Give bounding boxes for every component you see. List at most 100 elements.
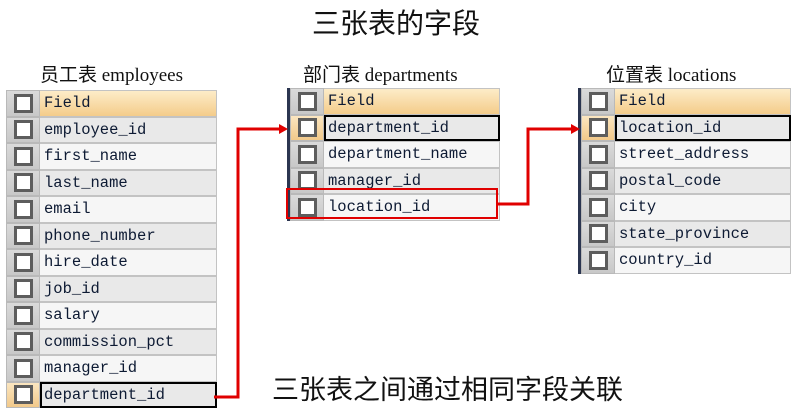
row-checkbox-cell[interactable] — [6, 381, 40, 408]
field-name: email — [40, 196, 217, 223]
checkbox-icon[interactable] — [297, 197, 317, 217]
row-checkbox-cell[interactable] — [6, 169, 40, 196]
table-row: country_id — [581, 247, 791, 274]
select-all-checkbox-cell[interactable] — [290, 88, 324, 115]
field-name: department_name — [324, 141, 500, 168]
table-row: job_id — [6, 275, 217, 302]
field-name: street_address — [615, 141, 791, 168]
row-checkbox-cell[interactable] — [6, 355, 40, 382]
checkbox-icon[interactable] — [13, 199, 33, 219]
field-name: last_name — [40, 169, 217, 196]
select-all-checkbox-cell[interactable] — [581, 88, 615, 115]
table-row: manager_id — [6, 355, 217, 382]
table-row-location-id: location_id — [581, 114, 791, 141]
row-checkbox-cell[interactable] — [6, 196, 40, 223]
checkbox-icon[interactable] — [588, 118, 608, 138]
caption-locations: 位置表 locations — [606, 65, 737, 86]
table-row: salary — [6, 302, 217, 329]
row-checkbox-cell[interactable] — [581, 167, 615, 194]
row-checkbox-cell[interactable] — [6, 143, 40, 170]
checkbox-icon[interactable] — [13, 120, 33, 140]
checkbox-icon[interactable] — [13, 226, 33, 246]
caption-departments: 部门表 departments — [303, 65, 458, 86]
field-name-highlighted: department_id — [40, 381, 217, 408]
row-checkbox-cell[interactable] — [6, 275, 40, 302]
table-row: postal_code — [581, 167, 791, 194]
locations-table: Field location_id street_address postal_… — [578, 88, 791, 274]
table-row: hire_date — [6, 249, 217, 276]
checkbox-icon[interactable] — [297, 144, 317, 164]
field-name: commission_pct — [40, 328, 217, 355]
checkbox-icon[interactable] — [297, 91, 317, 111]
checkbox-icon[interactable] — [13, 173, 33, 193]
row-checkbox-cell[interactable] — [6, 302, 40, 329]
table-row: city — [581, 194, 791, 221]
arrowhead-icon — [279, 124, 288, 134]
field-header: Field — [40, 90, 217, 117]
checkbox-icon[interactable] — [13, 332, 33, 352]
table-row: state_province — [581, 220, 791, 247]
checkbox-icon[interactable] — [588, 197, 608, 217]
table-header-row: Field — [290, 88, 500, 115]
row-checkbox-cell[interactable] — [290, 114, 324, 141]
field-header: Field — [615, 88, 791, 115]
checkbox-icon[interactable] — [13, 305, 33, 325]
caption-employees: 员工表 employees — [40, 65, 184, 86]
field-name: location_id — [324, 194, 500, 221]
diagram-title: 三张表的字段 — [311, 7, 480, 40]
field-name: state_province — [615, 220, 791, 247]
field-name-highlighted: department_id — [324, 114, 500, 141]
checkbox-icon[interactable] — [13, 146, 33, 166]
footer-caption: 三张表之间通过相同字段关联 — [272, 375, 623, 406]
row-checkbox-cell[interactable] — [290, 141, 324, 168]
checkbox-icon[interactable] — [13, 252, 33, 272]
checkbox-icon[interactable] — [588, 91, 608, 111]
table-header-row: Field — [6, 90, 217, 117]
row-checkbox-cell[interactable] — [581, 114, 615, 141]
checkbox-icon[interactable] — [297, 118, 317, 138]
field-name: city — [615, 194, 791, 221]
row-checkbox-cell[interactable] — [581, 141, 615, 168]
field-name: hire_date — [40, 249, 217, 276]
checkbox-icon[interactable] — [13, 385, 33, 405]
row-checkbox-cell[interactable] — [6, 328, 40, 355]
row-checkbox-cell[interactable] — [581, 220, 615, 247]
checkbox-icon[interactable] — [13, 93, 33, 113]
select-all-checkbox-cell[interactable] — [6, 90, 40, 117]
table-row: department_name — [290, 141, 500, 168]
checkbox-icon[interactable] — [13, 358, 33, 378]
arrowhead-icon — [571, 124, 580, 134]
table-row-location-id: location_id — [290, 194, 500, 221]
row-checkbox-cell[interactable] — [290, 194, 324, 221]
checkbox-icon[interactable] — [588, 144, 608, 164]
checkbox-icon[interactable] — [588, 171, 608, 191]
field-name-highlighted: location_id — [615, 114, 791, 141]
connector-employees-to-departments — [214, 124, 288, 399]
table-row-department-id: department_id — [290, 114, 500, 141]
row-checkbox-cell[interactable] — [6, 222, 40, 249]
checkbox-icon[interactable] — [588, 224, 608, 244]
table-row: commission_pct — [6, 328, 217, 355]
field-name: phone_number — [40, 222, 217, 249]
table-row: email — [6, 196, 217, 223]
field-name: country_id — [615, 247, 791, 274]
location-id-red-highlight — [286, 188, 498, 219]
table-row-department-id: department_id — [6, 381, 217, 408]
checkbox-icon[interactable] — [588, 250, 608, 270]
row-checkbox-cell[interactable] — [6, 116, 40, 143]
field-header: Field — [324, 88, 500, 115]
row-checkbox-cell[interactable] — [6, 249, 40, 276]
employees-table: Field employee_id first_name last_name e… — [3, 90, 217, 408]
field-name: salary — [40, 302, 217, 329]
field-name: manager_id — [40, 355, 217, 382]
connector-departments-to-locations — [498, 124, 580, 206]
field-name: employee_id — [40, 116, 217, 143]
row-checkbox-cell[interactable] — [581, 247, 615, 274]
table-header-row: Field — [581, 88, 791, 115]
table-row: phone_number — [6, 222, 217, 249]
field-name: first_name — [40, 143, 217, 170]
row-checkbox-cell[interactable] — [581, 194, 615, 221]
checkbox-icon[interactable] — [13, 279, 33, 299]
table-row: street_address — [581, 141, 791, 168]
